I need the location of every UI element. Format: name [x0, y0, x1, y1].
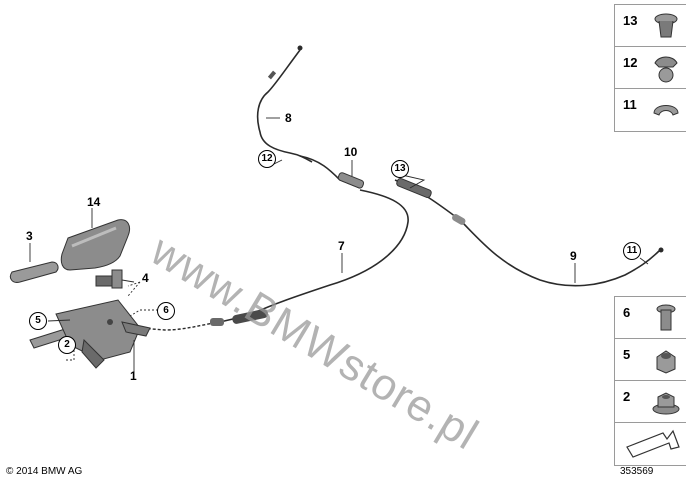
cable-7-sleeve — [232, 309, 268, 324]
legend-item-12[interactable]: 12 — [615, 47, 686, 89]
legend-item-arrow — [615, 423, 686, 465]
legend-item-2[interactable]: 2 — [615, 381, 686, 423]
flange-nut-icon — [652, 392, 680, 415]
direction-arrow-icon — [626, 429, 680, 458]
holder-icon — [654, 56, 678, 83]
callout-2[interactable]: 2 — [58, 336, 76, 354]
leader-lines — [29, 117, 649, 372]
part-14-lever-cover — [60, 219, 131, 271]
cable-9-sleeve — [452, 214, 466, 225]
callout-10[interactable]: 10 — [344, 145, 358, 159]
callout-4[interactable]: 4 — [142, 271, 149, 285]
legend-number: 13 — [623, 13, 638, 28]
legend-item-13[interactable]: 13 — [615, 5, 686, 47]
cable-10-adjuster — [337, 172, 365, 189]
cable-9-adjuster — [396, 177, 432, 199]
callout-3[interactable]: 3 — [26, 229, 33, 243]
cable-7-lower — [139, 321, 221, 331]
clip-icon — [654, 13, 678, 38]
callout-5[interactable]: 5 — [29, 312, 47, 330]
legend-item-6[interactable]: 6 — [615, 297, 686, 339]
cable-9-end — [658, 247, 664, 253]
legend-item-11[interactable]: 11 — [615, 89, 686, 131]
callout-6[interactable]: 6 — [157, 302, 175, 320]
legend-number: 6 — [623, 305, 631, 320]
callout-1[interactable]: 1 — [130, 369, 137, 383]
callout-13[interactable]: 13 — [391, 160, 409, 178]
part-1-lever-assembly — [29, 299, 151, 369]
part-14-highlight — [71, 226, 117, 248]
callout-7[interactable]: 7 — [338, 239, 345, 253]
legend-number: 2 — [623, 389, 631, 404]
cable-8-end — [297, 45, 303, 51]
callout-8[interactable]: 8 — [285, 111, 292, 125]
part-3-grip — [9, 261, 59, 283]
legend-number: 12 — [623, 55, 638, 70]
callout-9[interactable]: 9 — [570, 249, 577, 263]
cable-8-fitting — [267, 70, 277, 80]
legend-item-5[interactable]: 5 — [615, 339, 686, 381]
callout-14[interactable]: 14 — [87, 195, 101, 209]
legend-number: 5 — [623, 347, 631, 362]
legend-number: 11 — [623, 97, 637, 112]
part-4-bracket — [95, 269, 135, 289]
ring-clip-icon — [653, 105, 679, 116]
callout-11[interactable]: 11 — [623, 242, 641, 260]
drawing-number: 353569 — [620, 466, 654, 477]
cable-7-clip — [210, 318, 224, 326]
legend-top: 13 12 11 — [614, 4, 686, 132]
callout-12[interactable]: 12 — [258, 150, 276, 168]
cable-8 — [256, 49, 313, 163]
cable-7 — [219, 189, 409, 323]
cable-9 — [394, 179, 661, 287]
legend-bottom: 6 5 2 — [614, 296, 686, 466]
bolt-icon — [656, 304, 676, 331]
copyright: © 2014 BMW AG — [6, 466, 83, 477]
nut-icon — [656, 350, 676, 374]
